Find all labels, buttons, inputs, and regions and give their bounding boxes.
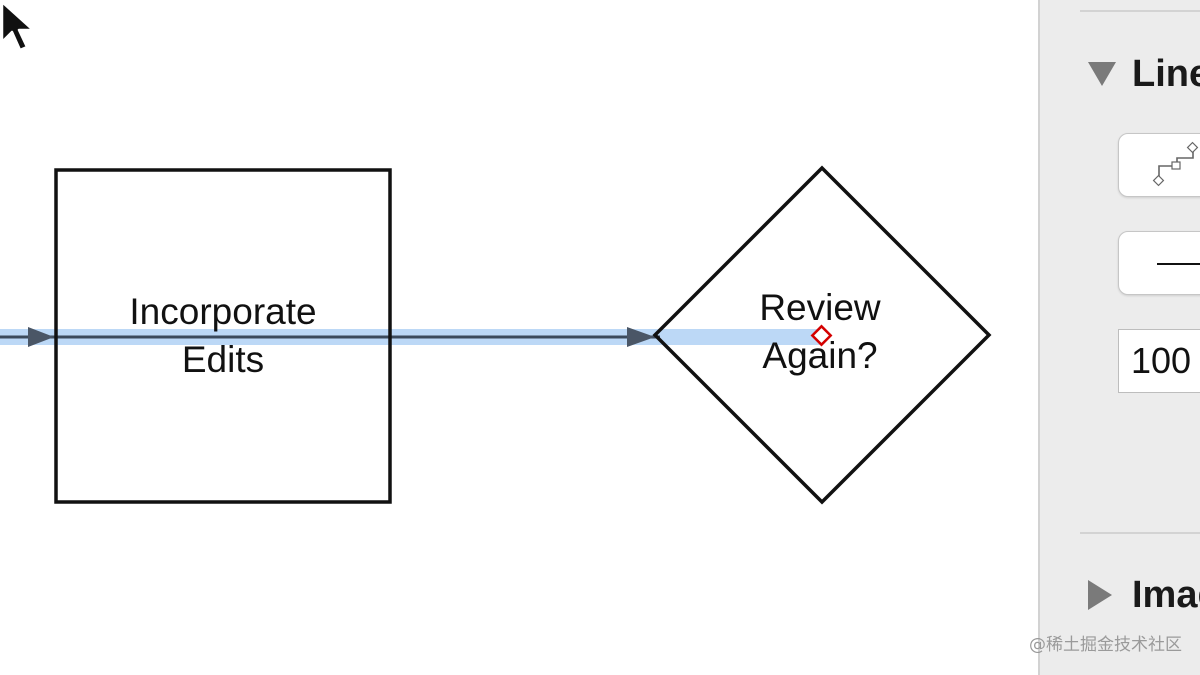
disclosure-expanded-icon[interactable] — [1088, 62, 1116, 86]
process-box[interactable] — [54, 168, 392, 504]
decision-label: Review Again? — [759, 287, 881, 376]
line-style-button[interactable] — [1118, 133, 1200, 197]
watermark-text: @稀土掘金技术社区 — [1029, 635, 1182, 655]
line-section-title: Line — [1132, 52, 1200, 95]
diagram-canvas[interactable]: Incorporate Edits Review Again? — [0, 0, 1038, 675]
section-divider — [1080, 532, 1200, 534]
diagram-svg — [0, 165, 992, 505]
arrowhead-to-diamond — [627, 327, 655, 347]
line-section-header[interactable]: Line — [1088, 52, 1200, 96]
decision-diamond[interactable] — [652, 165, 992, 505]
stroke-width-field[interactable]: 100 — [1118, 329, 1200, 393]
top-divider — [1080, 10, 1200, 12]
inspector-panel: Line 100 Image — [1038, 0, 1200, 675]
mouse-pointer-icon — [0, 0, 35, 52]
process-box-label: Incorporate Edits — [129, 291, 317, 380]
stroke-style-button[interactable] — [1118, 231, 1200, 295]
disclosure-collapsed-icon[interactable] — [1088, 580, 1112, 610]
arrowhead-to-box — [28, 327, 54, 347]
solid-line-icon — [1157, 263, 1200, 265]
image-section-title: Image — [1132, 573, 1200, 616]
connection-anchor-handle[interactable] — [810, 324, 833, 347]
orthogonal-connector-icon — [1152, 141, 1199, 187]
image-section-header[interactable]: Image — [1088, 573, 1200, 617]
